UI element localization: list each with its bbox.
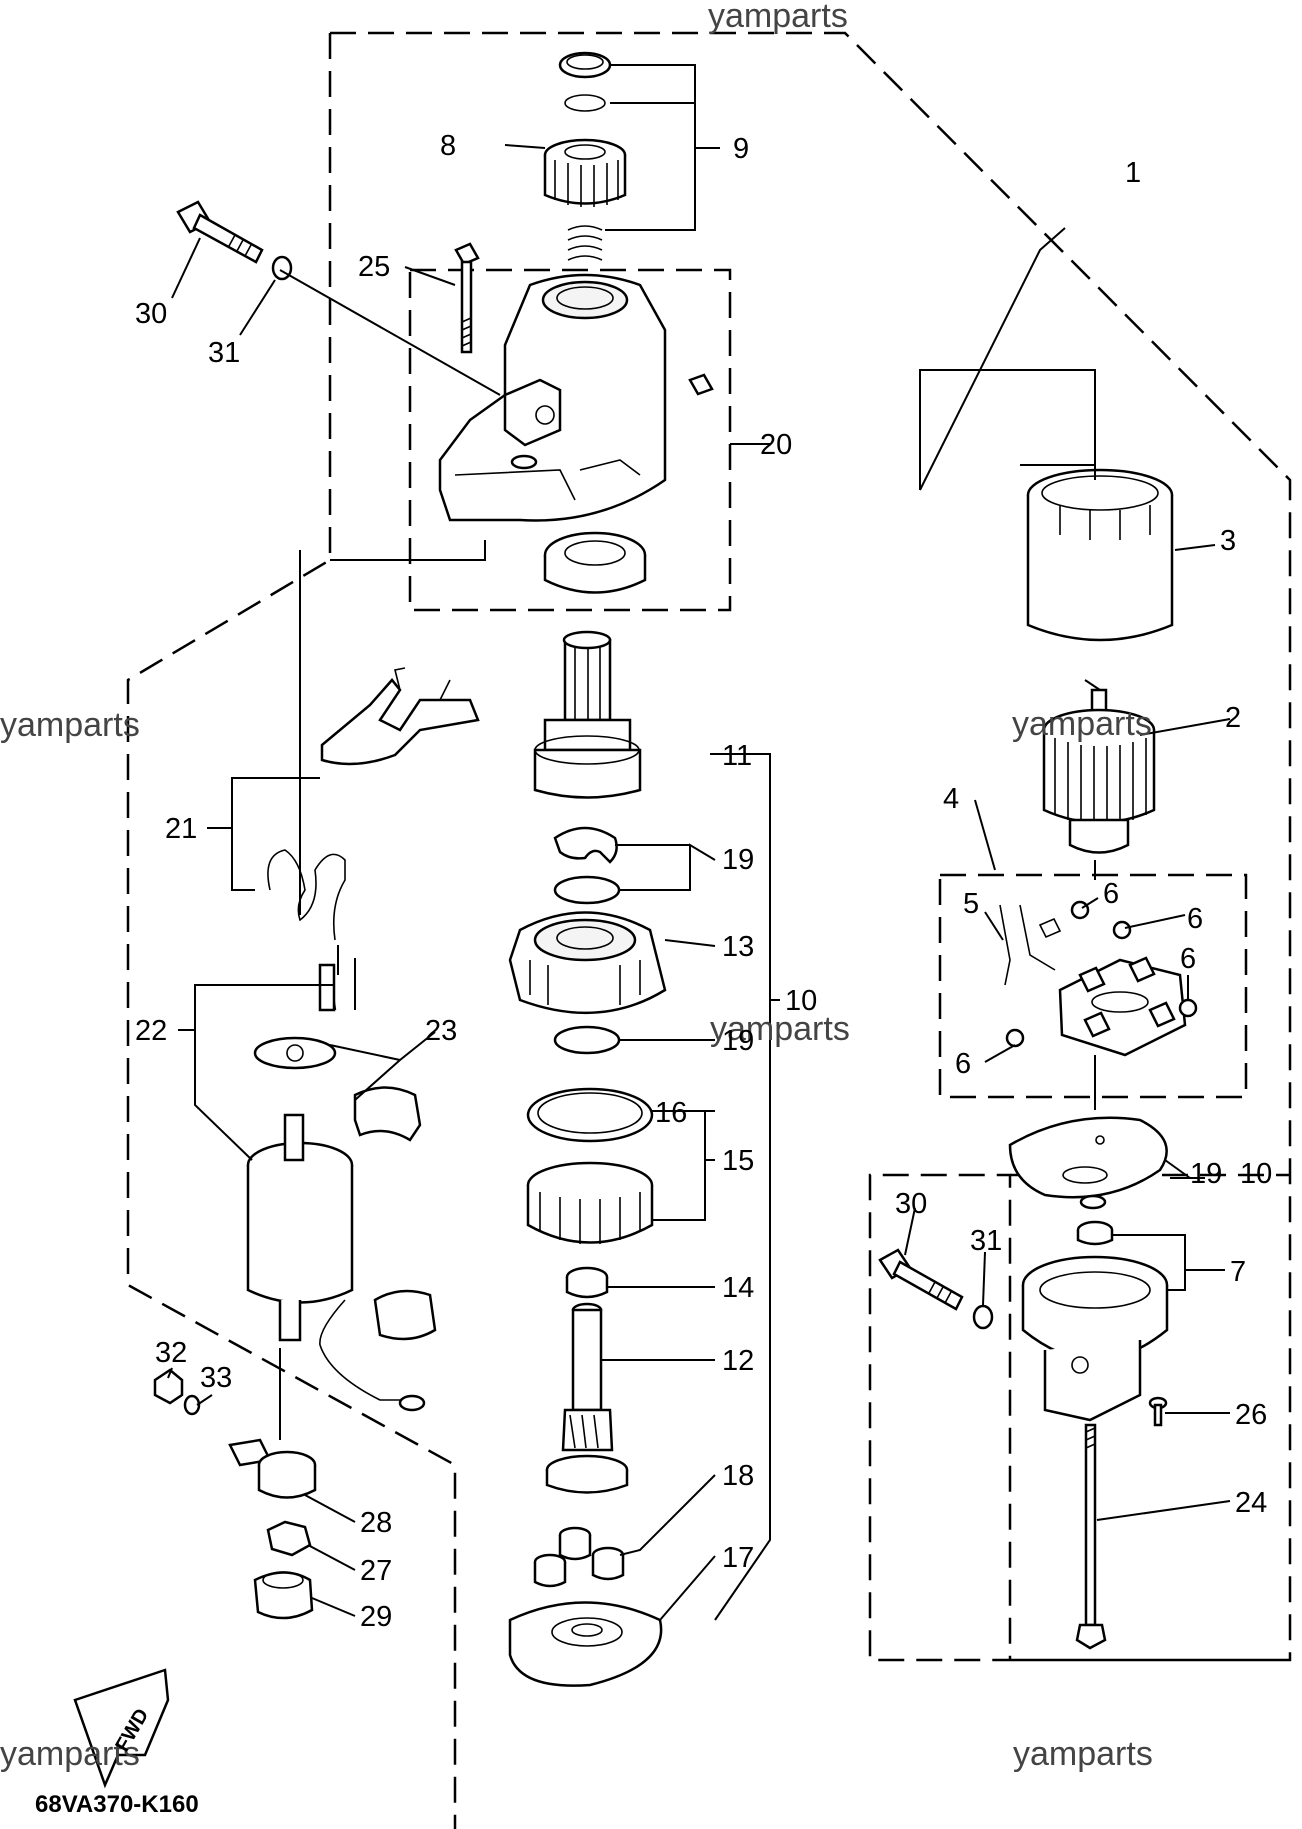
drive-housing-group-box [408, 268, 732, 612]
watermark-armature: yamparts [1012, 705, 1152, 743]
callout-labels: 1 3 2 4 5 6 6 6 6 19 10 7 26 24 30 31 8 … [135, 130, 1272, 1633]
part-25-through-bolt [454, 242, 480, 354]
callout-27: 27 [360, 1555, 392, 1587]
part-18-planet-gears [533, 1526, 625, 1588]
part-14-bushing [565, 1266, 609, 1299]
callout-15: 15 [722, 1145, 754, 1177]
callout-32: 32 [155, 1337, 187, 1369]
part-6-spring-a [1070, 900, 1090, 920]
diagram-code: 68VA370-K160 [35, 1791, 199, 1818]
callout-1: 1 [1125, 157, 1141, 189]
watermark-left: yamparts [0, 706, 140, 744]
callout-2: 2 [1225, 702, 1241, 734]
callout-31a: 31 [208, 337, 240, 369]
callout-14: 14 [722, 1272, 754, 1304]
callout-30b: 30 [895, 1188, 927, 1220]
callout-6c: 6 [1180, 943, 1196, 975]
callout-24: 24 [1235, 1487, 1267, 1519]
part-21-spring [267, 849, 346, 941]
callout-3: 3 [1220, 525, 1236, 557]
callout-22: 22 [135, 1015, 167, 1047]
part-7-bushing [1076, 1220, 1114, 1246]
callout-7: 7 [1230, 1256, 1246, 1288]
part-15-internal-gear [526, 1161, 654, 1244]
part-2-armature [1042, 688, 1156, 854]
part-6-spring-b [1112, 920, 1132, 940]
brush-holder-group-box [938, 873, 1248, 1099]
callout-12: 12 [722, 1345, 754, 1377]
part-24-through-bolt [1075, 1423, 1107, 1650]
callout-33: 33 [200, 1362, 232, 1394]
callout-16: 16 [655, 1097, 687, 1129]
callout-28: 28 [360, 1507, 392, 1539]
fwd-arrow-icon [73, 1668, 170, 1789]
part-3-yoke [1026, 468, 1174, 642]
part-29-cap [253, 1571, 314, 1620]
callout-19c: 19 [1190, 1158, 1222, 1190]
part-6-spring-d [1005, 1028, 1025, 1048]
callout-19a: 19 [722, 844, 754, 876]
callout-30a: 30 [135, 298, 167, 330]
part-28-terminal [228, 1438, 317, 1499]
callout-9: 9 [733, 133, 749, 165]
callout-19b: 19 [722, 1025, 754, 1057]
part-30-bolt-top [176, 200, 264, 264]
part-16-o-ring-inner [537, 1092, 643, 1134]
part-11-clutch-assembly [533, 630, 642, 799]
callout-20: 20 [760, 429, 792, 461]
part-12-shaft [545, 1302, 629, 1494]
part-32-nut [153, 1368, 184, 1405]
callout-13: 13 [722, 931, 754, 963]
callout-8: 8 [440, 130, 456, 162]
watermark-bottom-left: yamparts [0, 1735, 140, 1773]
callout-6b: 6 [1187, 903, 1203, 935]
callout-6d: 6 [955, 1048, 971, 1080]
part-26-screw [1148, 1396, 1168, 1427]
part-20-bearing [543, 531, 647, 594]
part-23-shim [353, 1086, 422, 1142]
callout-4: 4 [943, 783, 959, 815]
part-19-washer-b [553, 1025, 621, 1055]
part-8-pinion-gear [543, 138, 627, 207]
callout-10: 10 [785, 985, 817, 1017]
part-13-gear-housing [508, 911, 667, 1015]
watermark-bottom-right: yamparts [1013, 1735, 1153, 1773]
part-30-bolt-right [878, 1248, 964, 1311]
part-7-bushing-washer [1079, 1194, 1107, 1210]
part-22-magnetic-switch [246, 963, 426, 1412]
callout-17: 17 [722, 1542, 754, 1574]
part-7-rear-cover [1021, 1255, 1169, 1422]
part-20-drive-housing [438, 273, 714, 522]
part-33-washer [183, 1394, 201, 1416]
part-19-insulator-plate [1008, 1116, 1168, 1199]
part-31-washer-right [972, 1304, 994, 1330]
part-4-brush-holder [999, 904, 1187, 1057]
assembly-outline-main [330, 31, 1292, 1662]
part-17-plate [508, 1601, 663, 1687]
part-23-collar [373, 1289, 437, 1341]
callout-26: 26 [1235, 1399, 1267, 1431]
part-27-nut [266, 1520, 312, 1557]
callout-5: 5 [963, 888, 979, 920]
callout-21: 21 [165, 813, 197, 845]
watermark-top: yamparts [708, 0, 848, 35]
callout-11: 11 [722, 740, 752, 772]
part-19-c-clip [553, 826, 618, 864]
callout-23: 23 [425, 1015, 457, 1047]
watermark-center: yamparts [710, 1010, 850, 1048]
part-21-shift-lever [320, 667, 480, 766]
part-6-spring-c [1178, 998, 1198, 1018]
callout-25: 25 [358, 251, 390, 283]
leader-lines [167, 64, 1231, 1621]
assembly-outline-left [126, 33, 457, 1829]
part-16-o-ring [526, 1087, 654, 1143]
callout-18: 18 [722, 1460, 754, 1492]
callout-31b: 31 [970, 1225, 1002, 1257]
callout-29: 29 [360, 1601, 392, 1633]
callout-6a: 6 [1103, 878, 1119, 910]
part-19-washer-a [553, 875, 621, 905]
callout-10b: 10 [1240, 1158, 1272, 1190]
